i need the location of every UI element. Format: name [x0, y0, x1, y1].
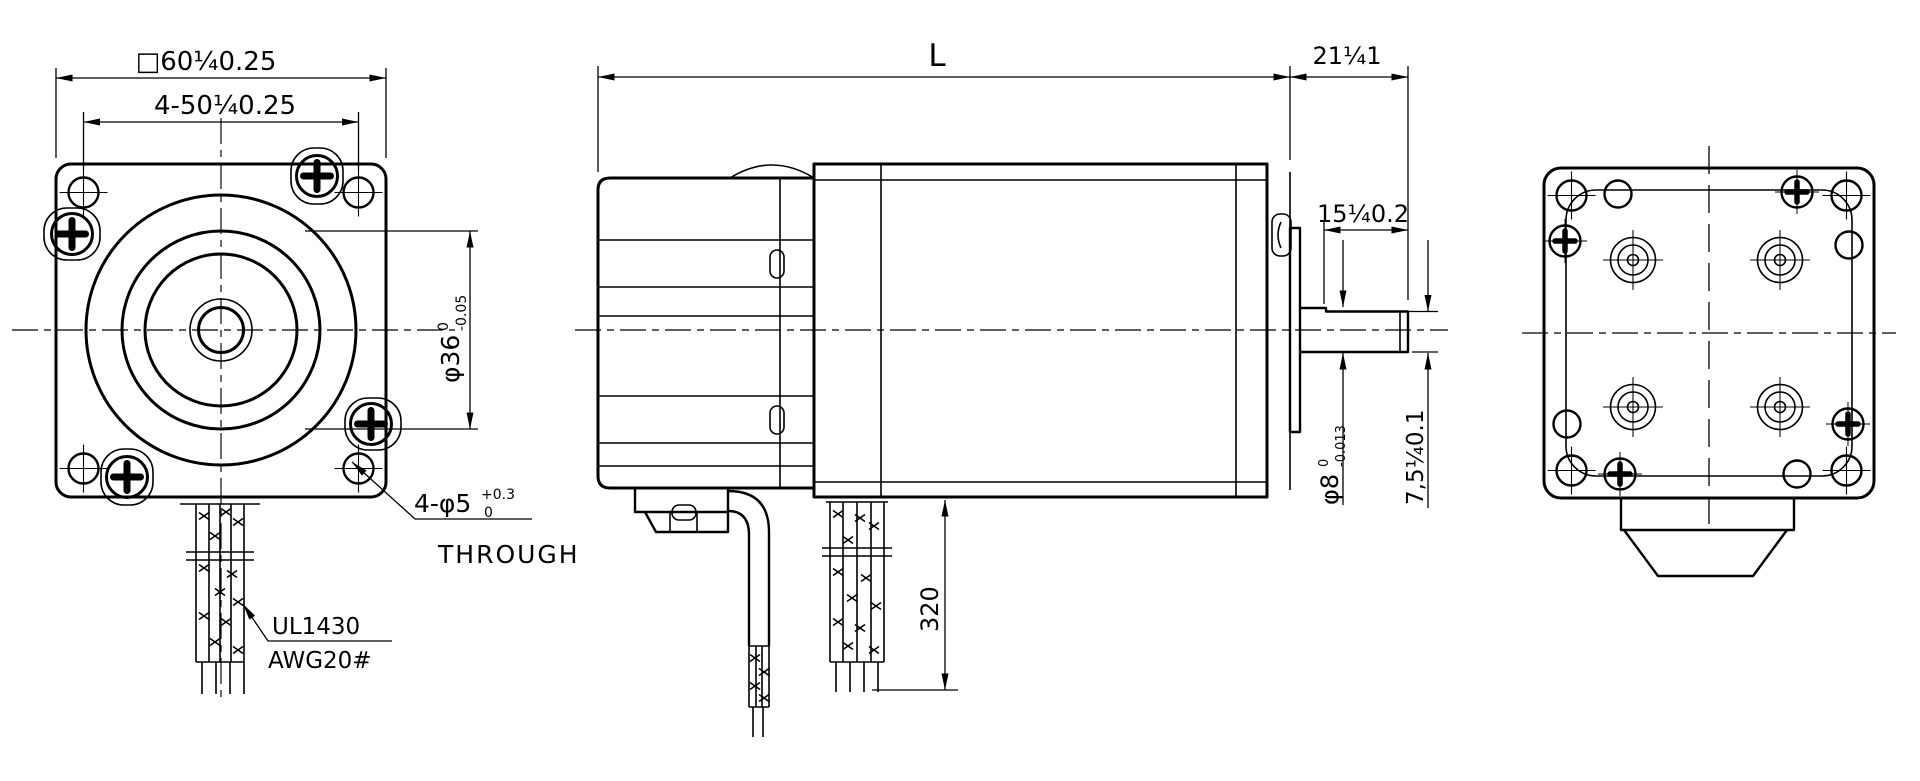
dim-flange-size: □60¼0.25: [55, 47, 387, 158]
assembly-screw-top-icon: [297, 156, 338, 197]
rear-pass-hole-2: [1834, 230, 1864, 260]
rear-hole-bottom-right: [1821, 445, 1872, 496]
dim-shaft-flat-height: 7,5¼0.1: [1403, 240, 1438, 508]
assembly-screw-left-icon: [52, 214, 93, 255]
dim-lead-length-text: 320: [916, 586, 944, 632]
inner-step-circle: [143, 252, 299, 408]
callout-mount-holes-text: 4-φ5: [414, 489, 471, 518]
face-tab-detail: [1271, 213, 1292, 257]
front-view: □60¼0.25 4-50¼0.25 φ36 0 -0.05 4-φ5 +0.3…: [12, 47, 580, 700]
housing-top-dome: [729, 164, 815, 179]
screw-pocket-left: [43, 207, 101, 261]
motor-body-outline: [812, 162, 1269, 499]
rear-view: [1522, 146, 1896, 578]
callout-mount-holes-tol-upper: +0.3: [481, 487, 515, 503]
shaft-circle: [197, 306, 245, 354]
rear-boss-bottom-right: [1749, 376, 1811, 438]
elbow-cable: [727, 489, 771, 737]
screw-pocket-right: [344, 397, 402, 451]
dim-shaft-flat-height-text: 7,5¼0.1: [1403, 410, 1429, 505]
rear-boss-bottom-left: [1602, 376, 1664, 438]
motor-body: [812, 162, 1302, 499]
rear-flange-outline: [1542, 166, 1876, 500]
motor-body-circle: [84, 193, 358, 467]
rear-hole-top-right: [1821, 170, 1872, 221]
assembly-screw-right-icon: [351, 404, 392, 445]
dim-hole-pitch-text: 4-50¼0.25: [154, 91, 296, 121]
rear-cover-outline: [1565, 189, 1853, 477]
callout-mount-holes: 4-φ5 +0.3 0 THROUGH: [351, 461, 580, 569]
dim-shaft-diameter-tol-upper: 0: [1317, 459, 1332, 467]
dim-hole-pitch: 4-50¼0.25: [82, 91, 360, 170]
shaft: [1300, 306, 1410, 354]
dim-shaft-total-text: 21¼1: [1312, 42, 1381, 70]
front-lead-wire-bundle: [180, 496, 260, 694]
rear-boss-top-left: [1602, 229, 1664, 291]
dim-body-length: L: [597, 38, 1291, 172]
rear-housing: [596, 164, 815, 490]
bottom-connector: [633, 488, 730, 534]
dim-shaft-total: 21¼1: [1290, 42, 1409, 300]
housing-slot-upper: [769, 249, 785, 279]
dim-shaft-usable: 15¼0.2: [1317, 200, 1409, 304]
dim-pilot-diameter-text: φ36: [436, 335, 465, 383]
dim-shaft-diameter-text: φ8: [1316, 474, 1344, 505]
pilot-boss-side: [1288, 226, 1302, 434]
callout-mount-holes-tol-lower: 0: [484, 505, 493, 521]
rear-pass-hole-1: [1603, 179, 1633, 209]
dim-pilot-tol-lower: -0.05: [454, 295, 470, 331]
rear-screw-bottom-left-icon: [1598, 452, 1642, 496]
wire-spec-line2-text: AWG20#: [268, 648, 372, 674]
dim-pilot-tol-upper: 0: [436, 322, 452, 331]
dim-flange-size-text: □60¼0.25: [136, 47, 277, 77]
rear-hole-top-left: [1546, 170, 1597, 221]
dim-body-length-text: L: [928, 38, 946, 74]
rear-screw-left-upper-icon: [1543, 219, 1587, 263]
dim-lead-length: 320: [872, 500, 958, 691]
rear-cable-exit: [1619, 498, 1796, 578]
side-view: L 21¼1 15¼0.2 φ8 0 -0.013: [575, 38, 1448, 737]
connector-slot: [671, 504, 697, 521]
mount-hole-bottom-left: [58, 443, 109, 494]
dim-pilot-diameter: φ36 0 -0.05: [305, 230, 478, 430]
through-note-text: THROUGH: [437, 540, 580, 569]
mount-hole-top-right: [333, 167, 384, 218]
rear-screw-top-right-icon: [1775, 170, 1819, 214]
shaft-boss-circle: [189, 298, 253, 362]
wire-spec-line1-text: UL1430: [272, 614, 360, 640]
screw-pocket-top: [290, 147, 344, 205]
rear-boss-top-right: [1749, 229, 1811, 291]
rear-hole-bottom-left: [1546, 445, 1597, 496]
pilot-boss-circle: [120, 229, 322, 431]
screw-pocket-bottom: [100, 448, 154, 506]
rear-pass-hole-3: [1552, 409, 1582, 439]
dim-shaft-usable-text: 15¼0.2: [1317, 200, 1409, 228]
rear-screw-right-lower-icon: [1826, 402, 1870, 446]
dim-shaft-diameter-tol-lower: -0.013: [1334, 425, 1349, 467]
assembly-screw-bottom-icon: [107, 457, 148, 498]
side-lead-wire-bundle: [822, 501, 892, 692]
dim-shaft-diameter: φ8 0 -0.013: [1316, 240, 1349, 505]
rear-pass-hole-4: [1782, 459, 1812, 489]
callout-wire-spec: UL1430 AWG20#: [242, 603, 392, 674]
housing-slot-lower: [769, 405, 785, 435]
